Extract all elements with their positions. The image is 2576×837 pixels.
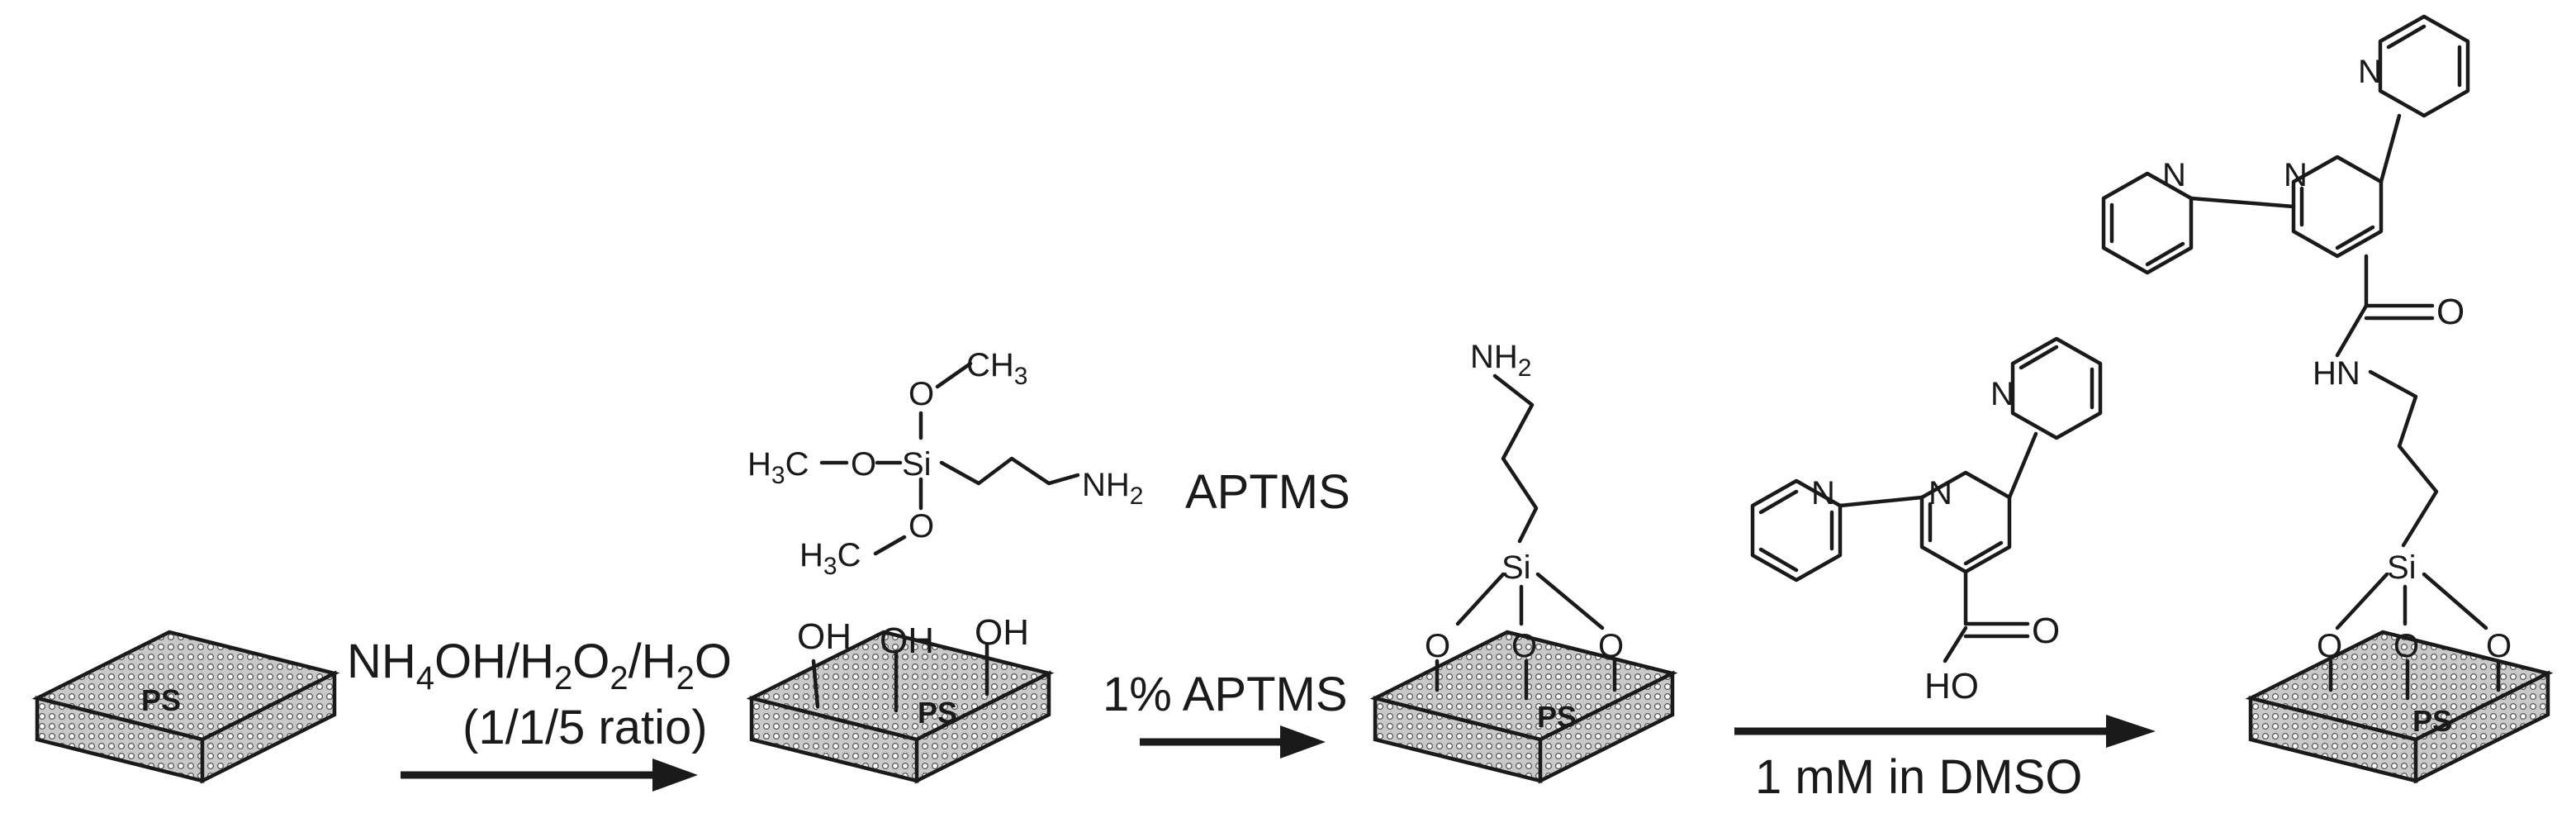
svg-text:O: O	[908, 376, 934, 412]
terpyridine-acid-molecule: N N N O HO	[1750, 336, 2103, 706]
h3c-left: H3C	[747, 446, 809, 489]
svg-text:HN: HN	[2313, 355, 2360, 392]
step1-ratio: (1/1/5 ratio)	[463, 701, 708, 754]
svg-text:N: N	[2162, 157, 2186, 193]
ch3-top: CH3	[966, 347, 1027, 390]
step3-arrow	[1734, 715, 2156, 748]
surface-nh2: NH2	[1470, 339, 1531, 382]
substrate-4: PS	[2251, 632, 2548, 781]
svg-text:OH: OH	[880, 621, 934, 661]
svg-text:N: N	[1928, 475, 1952, 511]
svg-text:O: O	[851, 446, 876, 483]
substrate-2: PS	[752, 632, 1049, 781]
svg-text:HO: HO	[1924, 666, 1979, 706]
amine-surface-chain: NH2 Si O O O	[1425, 339, 1624, 701]
svg-text:N: N	[2284, 157, 2308, 193]
substrate-1: PS	[37, 632, 334, 781]
terpyridine-surface-chain: Si O O O HN O N N N	[2101, 14, 2512, 701]
svg-text:PS: PS	[2412, 704, 2452, 738]
svg-text:O: O	[1425, 628, 1450, 664]
svg-text:Si: Si	[1501, 549, 1531, 586]
svg-text:OH: OH	[797, 616, 852, 657]
step1-reagent: NH4OH/H2O2/H2O	[347, 635, 732, 697]
svg-text:O: O	[908, 508, 934, 545]
svg-text:O: O	[2032, 611, 2060, 651]
aptms-name: APTMS	[1185, 465, 1350, 519]
svg-text:PS: PS	[918, 696, 957, 730]
svg-text:N: N	[1811, 475, 1835, 511]
svg-text:N: N	[1990, 376, 2014, 412]
aptms-si: Si	[902, 446, 932, 483]
svg-text:O: O	[1598, 628, 1624, 664]
svg-text:PS: PS	[1537, 700, 1577, 734]
aptms-nh2: NH2	[1082, 467, 1143, 510]
step1-arrow	[401, 759, 698, 792]
svg-text:OH: OH	[975, 612, 1029, 653]
hydroxyl-groups: OH OH OH	[797, 612, 1029, 713]
substrate-label: PS	[141, 683, 181, 717]
svg-text:O: O	[2317, 628, 2342, 664]
svg-text:N: N	[2358, 54, 2382, 90]
svg-text:O: O	[1511, 628, 1537, 664]
substrate-3: PS	[1375, 632, 1672, 781]
svg-text:Si: Si	[2387, 549, 2417, 586]
step3-condition: 1 mM in DMSO	[1755, 750, 2082, 804]
svg-text:O: O	[2393, 628, 2419, 664]
svg-text:O: O	[2486, 628, 2512, 664]
aptms-molecule: O CH3 H3C O Si O H3C NH2 APTMS	[747, 347, 1350, 580]
h3c-bottom: H3C	[799, 537, 861, 580]
svg-text:O: O	[2436, 292, 2465, 332]
step2-reagent: 1% APTMS	[1103, 668, 1348, 721]
step2-arrow	[1140, 725, 1326, 759]
